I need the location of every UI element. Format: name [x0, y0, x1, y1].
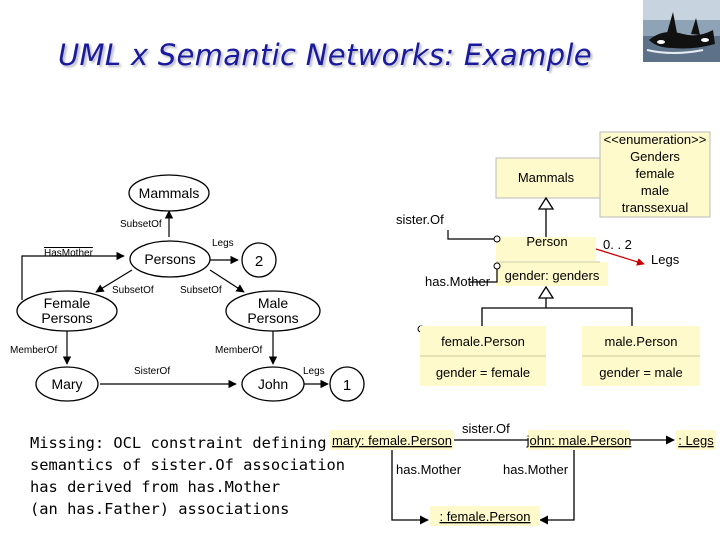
- svg-text:John: John: [258, 376, 288, 392]
- uml-label-sister-of: sister.Of: [396, 212, 444, 227]
- generalization-subclasses-arrowhead: [537, 285, 555, 299]
- object-mary: mary: female.Person: [330, 430, 454, 450]
- assoc-sister-of-end: [493, 235, 501, 243]
- link-mary-has-mother: [391, 450, 429, 525]
- note-line: Missing: OCL constraint defining: [30, 434, 327, 452]
- edge-has-mother: [21, 251, 125, 300]
- class-female-person: female.Person gender = female: [420, 326, 546, 386]
- label-mary-memberof: MemberOf: [10, 345, 57, 356]
- svg-text:2: 2: [255, 253, 263, 270]
- label-female-subsetof: SubsetOf: [112, 285, 154, 296]
- edge-female-subsetof: [95, 269, 133, 293]
- svg-text:Person: Person: [526, 234, 567, 249]
- object-label-has-mother-left: has.Mother: [396, 462, 462, 477]
- node-male-persons: Male Persons: [225, 290, 321, 332]
- object-diagram: mary: female.Person john: male.Person : …: [330, 421, 716, 526]
- svg-text:: female.Person: : female.Person: [439, 509, 530, 524]
- generalization-subclasses-line: [481, 307, 633, 326]
- node-john-legs-value: 1: [329, 366, 365, 402]
- svg-text:Male: Male: [258, 295, 289, 311]
- class-mammals: Mammals: [495, 157, 601, 199]
- svg-text:Persons: Persons: [41, 310, 92, 326]
- node-female-persons: Female Persons: [16, 290, 118, 332]
- note-line: has derived from has.Mother: [30, 478, 281, 496]
- uml-label-legs: Legs: [651, 252, 680, 267]
- svg-text:Genders: Genders: [630, 149, 680, 164]
- uml-label-has-mother: has.Mother: [425, 274, 491, 289]
- svg-text:Mammals: Mammals: [139, 185, 200, 201]
- svg-text:Persons: Persons: [247, 310, 298, 326]
- label-john-memberof: MemberOf: [215, 345, 262, 356]
- node-persons-legs-value: 2: [241, 242, 277, 278]
- svg-text:Female: Female: [44, 295, 91, 311]
- label-sister-of: SisterOf: [134, 366, 170, 377]
- label-john-legs: Legs: [303, 366, 325, 377]
- note-line: (an has.Father) associations: [30, 500, 290, 518]
- node-john: John: [241, 366, 305, 402]
- label-has-mother: HasMother: [44, 248, 94, 259]
- svg-text:<<enumeration>>: <<enumeration>>: [604, 132, 707, 147]
- svg-text:Mary: Mary: [51, 376, 82, 392]
- svg-text:john: male.Person: john: male.Person: [526, 433, 632, 448]
- svg-text:male: male: [641, 183, 669, 198]
- label-male-subsetof: SubsetOf: [180, 285, 222, 296]
- assoc-has-mother-line: [470, 267, 498, 283]
- missing-constraint-note: Missing: OCL constraint defining semanti…: [30, 432, 345, 520]
- uml-label-legs-multiplicity: 0. . 2: [603, 237, 632, 252]
- orca-photo: [643, 0, 720, 62]
- object-john: john: male.Person: [526, 430, 632, 450]
- svg-text:1: 1: [343, 377, 351, 394]
- node-mary: Mary: [35, 366, 99, 402]
- assoc-legs-line: [595, 248, 645, 266]
- label-persons-legs: Legs: [212, 238, 234, 249]
- svg-text:Mammals: Mammals: [518, 170, 575, 185]
- svg-text:gender = female: gender = female: [436, 365, 530, 380]
- node-mammals: Mammals: [128, 174, 210, 212]
- node-persons: Persons: [129, 240, 211, 278]
- svg-text:female: female: [635, 166, 674, 181]
- note-line: semantics of sister.Of association: [30, 456, 346, 474]
- svg-text:female.Person: female.Person: [441, 334, 525, 349]
- assoc-sister-of-line: [447, 230, 498, 240]
- object-legs: : Legs: [676, 430, 716, 450]
- slide-title: UML x Semantic Networks: Example: [58, 38, 592, 72]
- svg-text:transsexual: transsexual: [622, 200, 689, 215]
- svg-text:gender = male: gender = male: [599, 365, 682, 380]
- object-label-sister-of: sister.Of: [462, 421, 510, 436]
- label-persons-subsetof: SubsetOf: [120, 219, 162, 230]
- class-male-person: male.Person gender = male: [582, 326, 700, 386]
- enumeration-genders: <<enumeration>> Genders female male tran…: [599, 131, 711, 218]
- object-mother: : female.Person: [430, 506, 540, 526]
- object-label-has-mother-right: has.Mother: [503, 462, 569, 477]
- svg-text:mary: female.Person: mary: female.Person: [332, 433, 452, 448]
- semantic-network: Mammals Persons Female Persons Male Pers…: [10, 174, 365, 402]
- class-person: Person gender: genders: [496, 234, 608, 286]
- generalization-arrowhead: [537, 196, 555, 210]
- svg-text:gender: genders: gender: genders: [505, 268, 600, 283]
- svg-text:: Legs: : Legs: [678, 433, 714, 448]
- edge-male-subsetof: [209, 269, 245, 293]
- link-john-has-mother: [539, 450, 575, 525]
- svg-text:male.Person: male.Person: [605, 334, 678, 349]
- uml-class-diagram: <<enumeration>> Genders female male tran…: [396, 131, 711, 386]
- assoc-has-mother-end: [493, 262, 501, 270]
- svg-text:Persons: Persons: [144, 251, 195, 267]
